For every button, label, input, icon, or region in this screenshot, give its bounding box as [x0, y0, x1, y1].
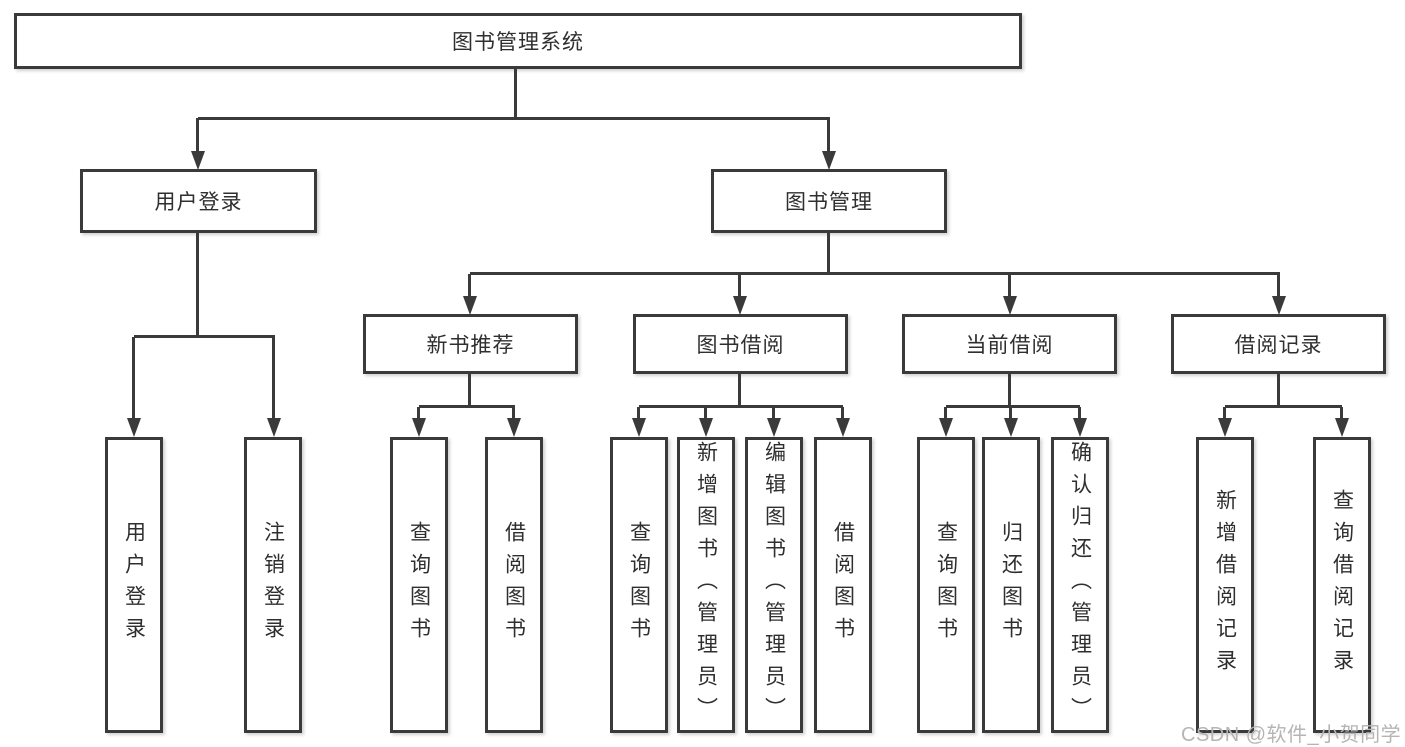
- leaf-query-books-current: 查询图书: [917, 437, 975, 733]
- leaf-add-borrow-record: 新增借阅记录: [1196, 437, 1254, 733]
- leaf-query-borrow-record: 查询借阅记录: [1313, 437, 1371, 733]
- arrow-down: [632, 418, 646, 437]
- leaf-add-books-admin-label: 新增图书（管理员）: [694, 441, 718, 729]
- leaf-user-login-label: 用户登录: [122, 521, 146, 649]
- connector-drop: [1277, 274, 1280, 302]
- node-new-book-recommend-label: 新书推荐: [426, 334, 515, 357]
- connector-drop: [944, 407, 947, 421]
- connector-root-stem: [514, 69, 517, 120]
- connector-split: [946, 405, 1080, 408]
- connector-drop: [704, 407, 707, 421]
- arrow-down: [1073, 418, 1087, 437]
- node-root: 图书管理系统: [14, 13, 1022, 69]
- node-current-borrow: 当前借阅: [902, 314, 1117, 374]
- node-new-book-recommend: 新书推荐: [363, 314, 578, 374]
- leaf-borrow-books-label: 借阅图书: [831, 521, 855, 649]
- connector-drop: [1009, 407, 1012, 421]
- leaf-query-books-current-label: 查询图书: [934, 521, 958, 649]
- leaf-add-books-admin: 新增图书（管理员）: [677, 437, 735, 733]
- leaf-borrow-books: 借阅图书: [814, 437, 872, 733]
- csdn-watermark: CSDN @软件_小贺同学: [1181, 724, 1402, 746]
- leaf-return-books: 归还图书: [982, 437, 1040, 733]
- node-book-management-label: 图书管理: [785, 191, 873, 214]
- node-borrow-records: 借阅记录: [1171, 314, 1386, 374]
- leaf-return-books-label: 归还图书: [999, 521, 1023, 649]
- leaf-query-books-recommend: 查询图书: [390, 437, 448, 733]
- arrow-down: [1335, 418, 1349, 437]
- arrow-down: [822, 151, 836, 170]
- arrow-down: [939, 418, 953, 437]
- connector-split: [1225, 405, 1342, 408]
- connector-level3-split: [470, 272, 1280, 275]
- leaf-confirm-return-admin: 确认归还（管理员）: [1051, 437, 1109, 733]
- arrow-down: [463, 296, 477, 315]
- arrow-down: [267, 418, 281, 437]
- connector-user-login-stem: [196, 233, 199, 338]
- connector-drop: [272, 337, 275, 422]
- node-root-label: 图书管理系统: [452, 31, 584, 54]
- connector-stem: [468, 374, 471, 408]
- connector-drop: [132, 337, 135, 422]
- connector-drop: [1008, 274, 1011, 302]
- node-book-management: 图书管理: [711, 169, 947, 233]
- connector-drop: [1078, 407, 1081, 421]
- connector-drop: [1340, 407, 1343, 421]
- arrow-down: [1218, 418, 1232, 437]
- connector-drop: [512, 407, 515, 421]
- arrow-down: [836, 418, 850, 437]
- connector-drop: [468, 274, 471, 302]
- node-user-login: 用户登录: [80, 169, 317, 233]
- node-book-borrow: 图书借阅: [633, 314, 848, 374]
- connector-drop: [738, 274, 741, 302]
- arrow-down: [1004, 418, 1018, 437]
- arrow-down: [127, 418, 141, 437]
- connector-drop: [827, 118, 830, 154]
- arrow-down: [699, 418, 713, 437]
- node-borrow-records-label: 借阅记录: [1234, 334, 1323, 357]
- leaf-add-borrow-record-label: 新增借阅记录: [1213, 489, 1237, 681]
- connector-split: [639, 405, 843, 408]
- connector-book-mgmt-stem: [827, 233, 830, 275]
- leaf-query-books-recommend-label: 查询图书: [407, 521, 431, 649]
- connector-level2-split: [198, 117, 830, 120]
- leaf-query-books-borrow: 查询图书: [610, 437, 668, 733]
- node-current-borrow-label: 当前借阅: [965, 334, 1054, 357]
- leaf-logout-label: 注销登录: [261, 521, 285, 649]
- arrow-down: [1272, 296, 1286, 315]
- connector-drop: [1223, 407, 1226, 421]
- connector-split: [419, 405, 515, 408]
- arrow-down: [1003, 296, 1017, 315]
- leaf-logout: 注销登录: [244, 437, 302, 733]
- connector-drop: [417, 407, 420, 421]
- connector-drop: [841, 407, 844, 421]
- arrow-down: [733, 296, 747, 315]
- connector-stem: [1008, 374, 1011, 408]
- connector-stem: [738, 374, 741, 408]
- leaf-edit-books-admin-label: 编辑图书（管理员）: [762, 441, 786, 729]
- connector-drop: [196, 118, 199, 154]
- arrow-down: [412, 418, 426, 437]
- leaf-edit-books-admin: 编辑图书（管理员）: [745, 437, 803, 733]
- leaf-borrow-books-recommend: 借阅图书: [485, 437, 543, 733]
- arrow-down: [507, 418, 521, 437]
- connector-user-login-split: [134, 335, 275, 338]
- arrow-down: [767, 418, 781, 437]
- leaf-query-borrow-record-label: 查询借阅记录: [1330, 489, 1354, 681]
- node-user-login-label: 用户登录: [154, 191, 243, 214]
- leaf-user-login: 用户登录: [105, 437, 163, 733]
- node-book-borrow-label: 图书借阅: [696, 334, 785, 357]
- leaf-confirm-return-admin-label: 确认归还（管理员）: [1068, 441, 1092, 729]
- connector-drop: [772, 407, 775, 421]
- arrow-down: [191, 151, 205, 170]
- leaf-borrow-books-recommend-label: 借阅图书: [502, 521, 526, 649]
- connector-stem: [1277, 374, 1280, 408]
- leaf-query-books-borrow-label: 查询图书: [627, 521, 651, 649]
- connector-drop: [637, 407, 640, 421]
